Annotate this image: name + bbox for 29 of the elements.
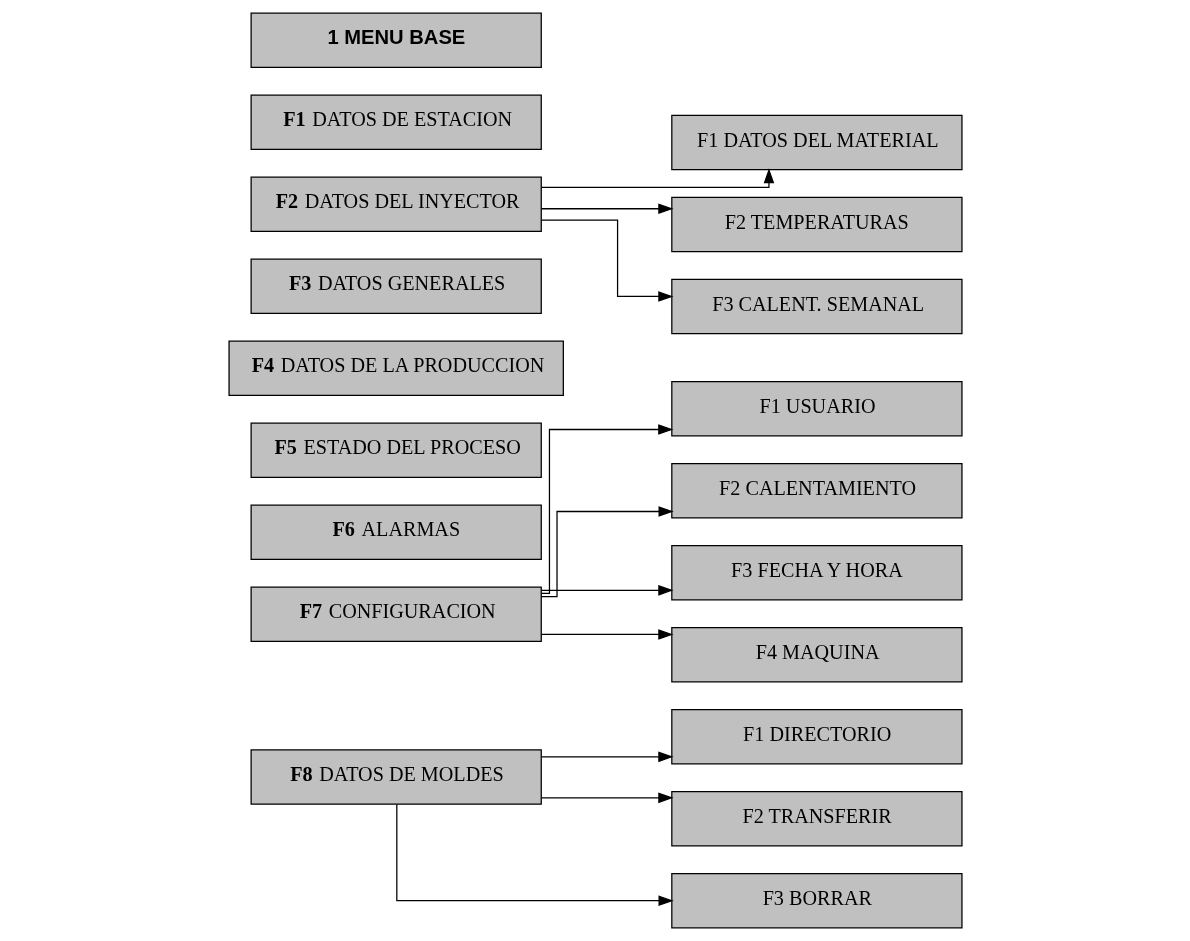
node-box: F3 FECHA Y HORA <box>670 544 963 601</box>
node-box: F1 DATOS DEL MATERIAL <box>670 114 963 171</box>
node-box: F8 DATOS DE MOLDES <box>250 749 542 805</box>
node-box: F2 CALENTAMIENTO <box>670 462 963 519</box>
node-box: F1 DIRECTORIO <box>670 708 963 765</box>
node-box: F6 ALARMAS <box>250 504 542 561</box>
node-box: F5 ESTADO DEL PROCESO <box>250 422 542 479</box>
node-box: F3 BORRAR <box>670 872 963 929</box>
node-box: F2 DATOS DEL INYECTOR <box>250 176 542 233</box>
node-box: 1 MENU BASE <box>250 12 542 69</box>
arrow <box>540 751 673 763</box>
arrow <box>540 424 673 595</box>
arrow <box>540 506 674 598</box>
node-box: F2 TEMPERATURAS <box>670 196 963 253</box>
arrow <box>540 585 673 596</box>
node-box: F2 TRANSFERIR <box>670 790 963 847</box>
node-box: F1 DATOS DE ESTACION <box>250 94 542 151</box>
node-box: F3 CALENT. SEMANAL <box>670 278 963 335</box>
node-box: F1 USUARIO <box>670 380 963 437</box>
arrow <box>395 803 674 906</box>
arrow <box>540 203 673 215</box>
node-box: F4 DATOS DE LA PRODUCCION <box>227 340 564 397</box>
node-box: F7 CONFIGURACION <box>250 586 542 643</box>
node-box: F4 MAQUINA <box>670 626 963 683</box>
arrow <box>540 219 673 302</box>
arrow <box>540 792 673 804</box>
node-box: F3 DATOS GENERALES <box>250 258 542 315</box>
arrow <box>540 168 774 188</box>
arrow <box>540 629 673 640</box>
